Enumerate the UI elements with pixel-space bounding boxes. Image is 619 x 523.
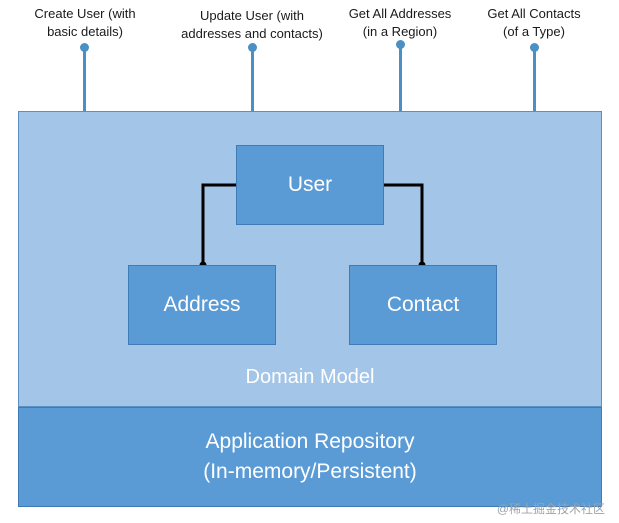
api-connector-update-user [251, 48, 254, 112]
api-connector-get-all-contacts [533, 48, 536, 112]
api-connector-dot [248, 43, 257, 52]
api-label-update-user: Update User (with addresses and contacts… [181, 8, 323, 41]
application-repository-box: Application Repository (In-memory/Persis… [18, 407, 602, 507]
address-entity: Address [128, 265, 276, 345]
api-label-get-all-contacts: Get All Contacts (of a Type) [487, 6, 581, 39]
api-connector-get-all-addresses [399, 45, 402, 112]
user-entity: User [236, 145, 384, 225]
watermark: @稀土掘金技术社区 [496, 502, 605, 516]
api-label-create-user: Create User (with basic details) [34, 6, 136, 39]
repository-title: Application Repository [205, 430, 415, 453]
api-connector-dot [80, 43, 89, 52]
contact-entity: Contact [349, 265, 497, 345]
repository-subtitle: (In-memory/Persistent) [203, 460, 417, 483]
api-connector-dot [396, 40, 405, 49]
domain-model-label: Domain Model [245, 366, 375, 388]
api-connector-dot [530, 43, 539, 52]
api-label-get-all-addresses: Get All Addresses (in a Region) [348, 6, 452, 39]
api-connector-create-user [83, 48, 86, 112]
